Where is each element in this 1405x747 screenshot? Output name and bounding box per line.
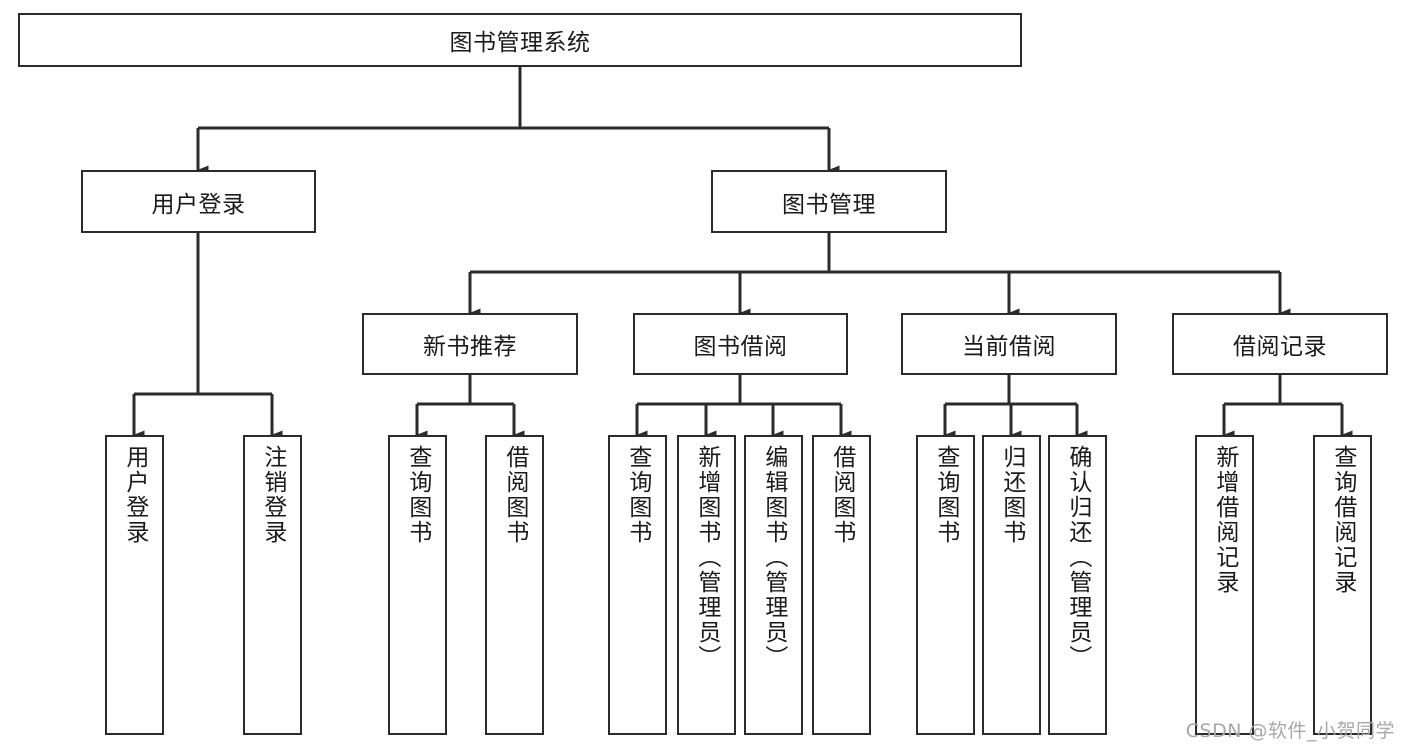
node-leaf-query-book-borrow-label: 查询图书 xyxy=(624,445,651,545)
node-leaf-query-book-recommend[interactable]: 查询图书 xyxy=(388,435,447,735)
node-leaf-edit-book-label: 编辑图书（管理员） xyxy=(760,445,787,670)
node-leaf-add-book-label: 新增图书（管理员） xyxy=(693,445,720,670)
node-leaf-borrow-book-recommend[interactable]: 借阅图书 xyxy=(485,435,544,735)
node-book-manage-label: 图书管理 xyxy=(782,191,876,218)
node-leaf-confirm-return[interactable]: 确认归还（管理员） xyxy=(1048,435,1107,735)
node-leaf-add-book[interactable]: 新增图书（管理员） xyxy=(677,435,736,735)
node-leaf-borrow-book[interactable]: 借阅图书 xyxy=(812,435,871,735)
node-leaf-borrow-book-label: 借阅图书 xyxy=(828,445,855,545)
node-leaf-user-logout-label: 注销登录 xyxy=(259,445,286,545)
node-leaf-query-book-current-label: 查询图书 xyxy=(932,445,959,545)
node-borrow-record-label: 借阅记录 xyxy=(1233,334,1327,360)
node-leaf-query-book-recommend-label: 查询图书 xyxy=(404,445,431,545)
node-borrow-record[interactable]: 借阅记录 xyxy=(1172,313,1388,375)
node-current-borrow[interactable]: 当前借阅 xyxy=(901,313,1117,375)
node-new-book-recommend-label: 新书推荐 xyxy=(423,334,517,360)
node-leaf-add-borrow-record[interactable]: 新增借阅记录 xyxy=(1195,435,1254,735)
node-leaf-query-book-borrow[interactable]: 查询图书 xyxy=(608,435,667,735)
node-leaf-user-login[interactable]: 用户登录 xyxy=(105,435,164,735)
node-leaf-query-book-current[interactable]: 查询图书 xyxy=(916,435,975,735)
node-current-borrow-label: 当前借阅 xyxy=(962,334,1056,360)
node-leaf-query-borrow-record-label: 查询借阅记录 xyxy=(1329,445,1356,595)
node-user-login[interactable]: 用户登录 xyxy=(81,170,316,233)
node-leaf-query-borrow-record[interactable]: 查询借阅记录 xyxy=(1313,435,1372,735)
node-book-borrow-label: 图书借阅 xyxy=(693,334,788,360)
node-leaf-add-borrow-record-label: 新增借阅记录 xyxy=(1211,445,1238,595)
node-leaf-confirm-return-label: 确认归还（管理员） xyxy=(1064,445,1091,670)
node-leaf-user-login-label: 用户登录 xyxy=(121,445,148,545)
node-book-manage[interactable]: 图书管理 xyxy=(711,170,947,233)
node-user-login-label: 用户登录 xyxy=(151,191,246,218)
node-leaf-borrow-book-recommend-label: 借阅图书 xyxy=(501,445,528,545)
node-root-label: 图书管理系统 xyxy=(449,30,591,56)
node-leaf-user-logout[interactable]: 注销登录 xyxy=(243,435,302,735)
node-leaf-return-book-label: 归还图书 xyxy=(998,445,1025,545)
node-leaf-return-book[interactable]: 归还图书 xyxy=(982,435,1041,735)
node-new-book-recommend[interactable]: 新书推荐 xyxy=(362,313,578,375)
node-root[interactable]: 图书管理系统 xyxy=(18,13,1022,67)
node-leaf-edit-book[interactable]: 编辑图书（管理员） xyxy=(744,435,803,735)
node-book-borrow[interactable]: 图书借阅 xyxy=(633,313,848,375)
